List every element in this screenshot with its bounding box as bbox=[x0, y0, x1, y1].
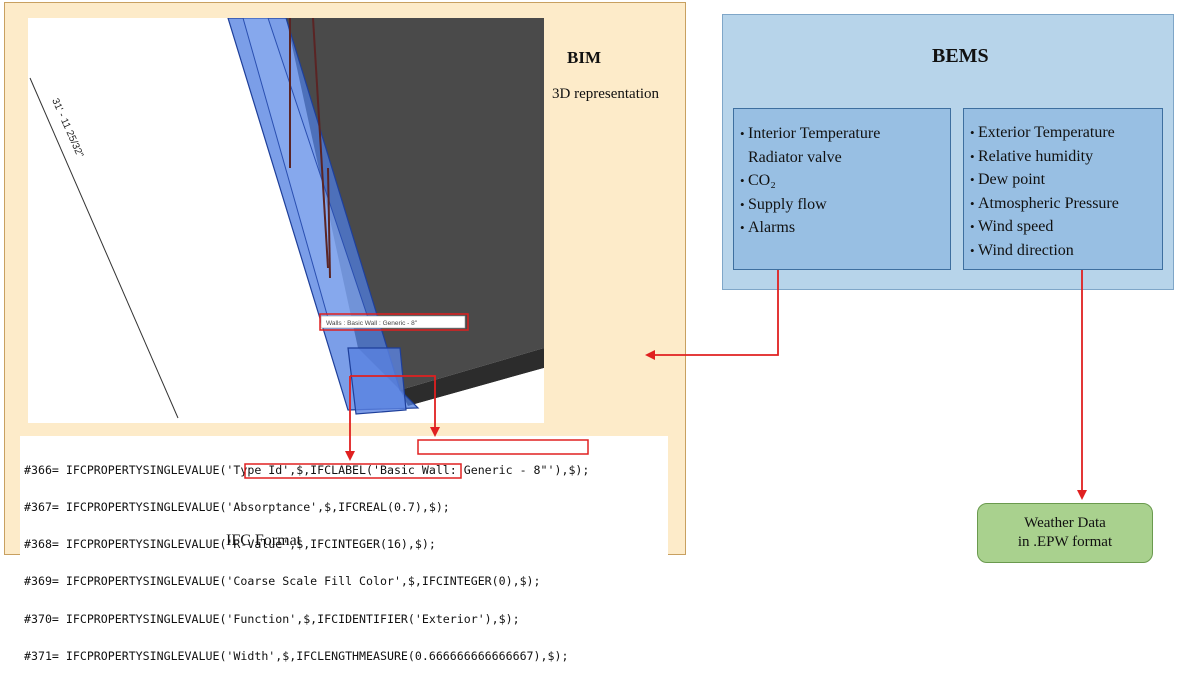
interior-sensor-list: •Interior Temperature Radiator valve •CO… bbox=[740, 122, 880, 240]
wall-bottom-edge bbox=[400, 348, 544, 406]
list-item: •Atmospheric Pressure bbox=[970, 194, 1119, 212]
tooltip-highlight-box bbox=[319, 313, 469, 331]
ifc-code-line: #371= IFCPROPERTYSINGLEVALUE('Width',$,I… bbox=[24, 648, 569, 663]
weather-data-box: Weather Data in .EPW format bbox=[977, 503, 1153, 563]
list-item: •CO₂ bbox=[740, 172, 776, 189]
list-item: •Wind speed bbox=[970, 218, 1054, 235]
ifc-code-line: #368= IFCPROPERTYSINGLEVALUE('R-Value',$… bbox=[24, 537, 436, 552]
frame-mullion-lower bbox=[327, 167, 331, 279]
list-item: Radiator valve bbox=[748, 148, 842, 166]
connector-overlay bbox=[244, 270, 1087, 500]
ifc-format-title: IFC Format bbox=[226, 532, 302, 549]
exterior-sensors-box: •Exterior Temperature •Relative humidity… bbox=[963, 108, 1163, 270]
wall-base-column bbox=[347, 347, 407, 415]
ifc-code-line: #369= IFCPROPERTYSINGLEVALUE('Coarse Sca… bbox=[24, 574, 541, 589]
ifc-code-line: #366= IFCPROPERTYSINGLEVALUE('Type Id',$… bbox=[24, 462, 590, 477]
ifc-code-line: #370= IFCPROPERTYSINGLEVALUE('Function',… bbox=[24, 611, 520, 626]
ifc-code-line: #367= IFCPROPERTYSINGLEVALUE('Absorptanc… bbox=[24, 500, 450, 515]
ground-plane bbox=[408, 368, 544, 423]
wall-3d-render: 31' - 11 25/32" Walls : Basic Wall : Gen… bbox=[29, 18, 544, 423]
type-id-highlight-box bbox=[417, 439, 589, 455]
bim-subtitle: 3D representation bbox=[552, 86, 660, 102]
r-value-highlight-box bbox=[244, 463, 462, 479]
interior-sensors-box: •Interior Temperature Radiator valve •CO… bbox=[733, 108, 951, 270]
bim-title: BIM bbox=[567, 48, 601, 67]
list-item: •Exterior Temperature bbox=[970, 124, 1115, 141]
list-item: •Wind direction bbox=[970, 241, 1074, 259]
arrow-bems-to-bim bbox=[645, 270, 779, 360]
bems-title: BEMS bbox=[932, 45, 989, 67]
list-item: •Supply flow bbox=[740, 195, 827, 213]
frame-mullion-right bbox=[312, 18, 329, 269]
weather-line-1: Weather Data bbox=[1024, 515, 1106, 531]
exterior-sensor-list: •Exterior Temperature •Relative humidity… bbox=[970, 121, 1119, 262]
list-item: •Dew point bbox=[970, 171, 1046, 188]
sheet-edge-line bbox=[29, 77, 179, 419]
weather-line-2: in .EPW format bbox=[1017, 534, 1113, 550]
element-tooltip-label: Walls : Basic Wall : Generic - 8" bbox=[326, 320, 418, 327]
bim-3d-model-view: 31' - 11 25/32" Walls : Basic Wall : Gen… bbox=[28, 18, 544, 423]
list-item: •Interior Temperature bbox=[740, 125, 881, 142]
arrow-to-type-id bbox=[350, 375, 440, 437]
list-item: •Relative humidity bbox=[970, 147, 1094, 165]
element-tooltip bbox=[320, 315, 466, 329]
list-item: •Alarms bbox=[740, 219, 796, 236]
